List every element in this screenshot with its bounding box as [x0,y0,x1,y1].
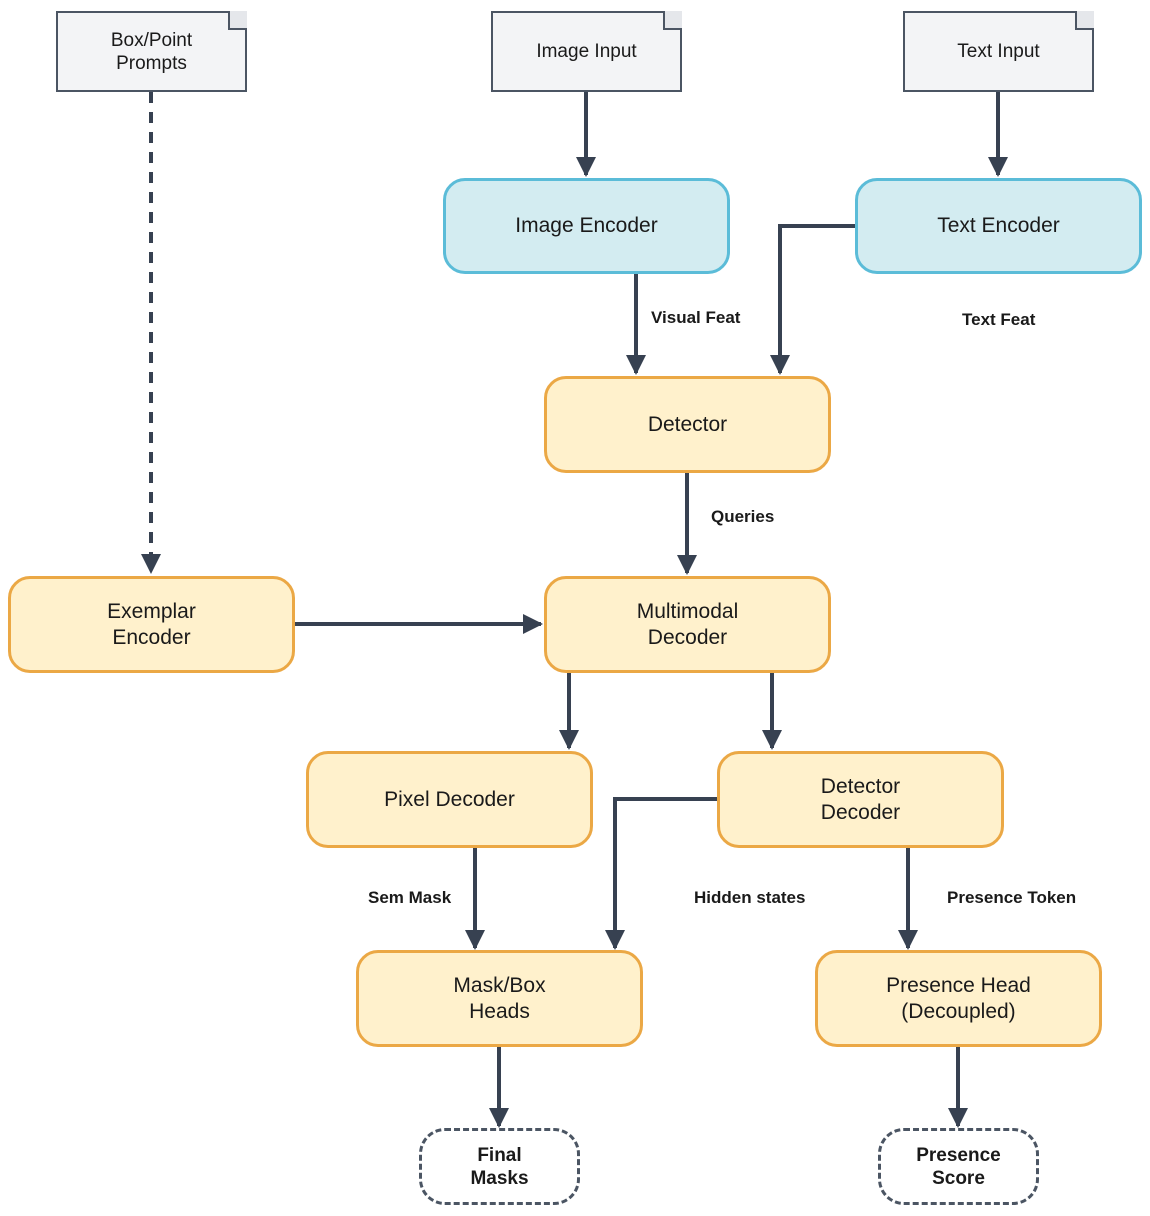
box-point-prompts-input: Box/Point Prompts [56,11,247,92]
image-input-label: Image Input [536,41,637,62]
edge-label-sem-mask: Sem Mask [368,888,452,907]
mask-box-heads-label: Mask/Box Heads [453,973,546,1023]
detector-decoder: Detector Decoder [717,751,1004,848]
text-encoder-label: Text Encoder [937,214,1060,237]
edge-label-queries: Queries [711,507,775,526]
detector: Detector [544,376,831,473]
page-fold-icon [1075,11,1094,30]
image-encoder: Image Encoder [443,178,730,274]
edge-hidden-states [605,797,718,950]
presence-score-output: Presence Score [878,1128,1039,1205]
edge-label-hidden-states: Hidden states [694,888,806,907]
image-input: Image Input [491,11,682,92]
detector-label: Detector [647,412,728,436]
pixel-decoder: Pixel Decoder [306,751,593,848]
mask-box-heads: Mask/Box Heads [356,950,643,1047]
multimodal-decoder: Multimodal Decoder [544,576,831,673]
image-encoder-label: Image Encoder [515,214,658,237]
exemplar-encoder: Exemplar Encoder [8,576,295,673]
text-input: Text Input [903,11,1094,92]
multimodal-decoder-label: Multimodal Decoder [636,599,739,649]
page-fold-icon [663,11,682,30]
detector-decoder-label: Detector Decoder [820,774,901,824]
text-input-label: Text Input [957,41,1040,62]
final-masks-output: Final Masks [419,1128,580,1205]
pixel-decoder-label: Pixel Decoder [384,787,515,811]
edge-text-feat [770,224,856,375]
presence-head: Presence Head (Decoupled) [815,950,1102,1047]
edge-label-presence-token: Presence Token [947,888,1077,907]
box-point-prompts-label: Box/Point Prompts [110,29,193,74]
presence-score-label: Presence Score [916,1144,1001,1189]
exemplar-encoder-label: Exemplar Encoder [107,599,196,649]
presence-head-label: Presence Head (Decoupled) [886,973,1031,1023]
edge-label-visual-feat: Visual Feat [651,308,741,327]
final-masks-label: Final Masks [470,1144,529,1189]
edge-label-text-feat: Text Feat [962,310,1036,329]
page-fold-icon [228,11,247,30]
text-encoder: Text Encoder [855,178,1142,274]
